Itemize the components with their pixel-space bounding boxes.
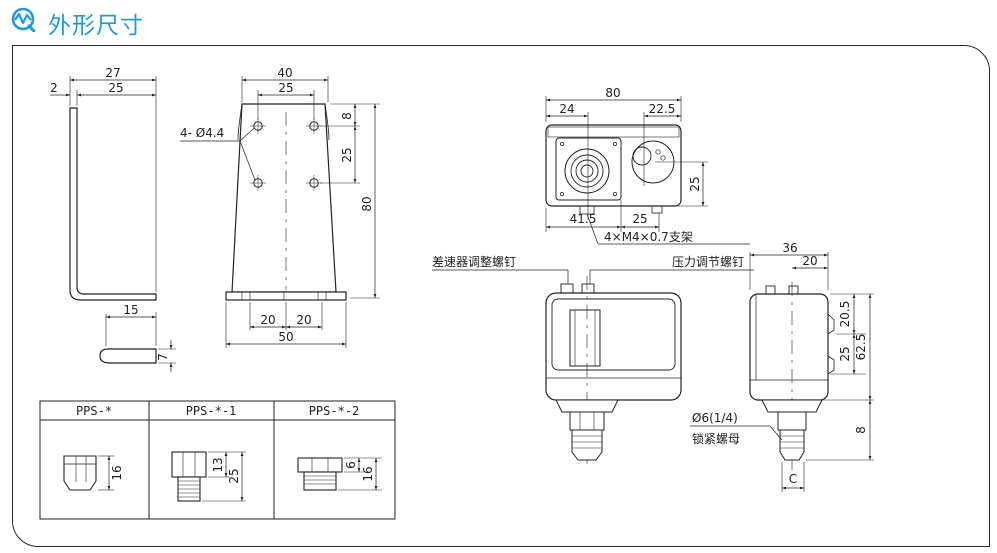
- dim-col1-16: 16: [110, 465, 124, 480]
- screw-note: 4×M4×0.7支架: [604, 230, 693, 244]
- dim-50: 50: [278, 330, 293, 344]
- dim-20-side: 20: [802, 254, 817, 268]
- switch-bottom-view: [545, 96, 750, 245]
- dim-27: 27: [105, 66, 120, 80]
- page-title: 外形尺寸: [48, 13, 144, 39]
- waveform-magnifier-icon: [11, 8, 36, 32]
- dim-8: 8: [340, 112, 354, 120]
- dim-20-right: 20: [296, 313, 311, 327]
- bracket-side-view: [50, 76, 176, 372]
- diff-screw-label: 差速器调整螺钉: [432, 254, 516, 269]
- dim-2: 2: [50, 81, 58, 95]
- dim-25-top: 25: [278, 81, 293, 95]
- dim-25-bottom-right: 25: [688, 176, 702, 191]
- dim-col2-13: 13: [211, 457, 225, 472]
- switch-side-view: [690, 252, 874, 492]
- bracket-front-view: [180, 76, 380, 348]
- dim-c: C: [789, 472, 797, 486]
- dim-25-right: 25: [340, 147, 354, 162]
- dim-22-5: 22.5: [649, 102, 676, 116]
- table-header-1: PPS-*: [76, 404, 112, 418]
- pressure-screw-label: 压力调节螺钉: [672, 255, 744, 269]
- header: 外形尺寸: [0, 0, 997, 42]
- dim-15: 15: [123, 303, 138, 317]
- dim-col3-16: 16: [361, 466, 375, 481]
- dim-col3-6: 6: [344, 461, 358, 469]
- dim-25-side: 25: [838, 346, 852, 361]
- dimension-labels: 27 2 25 15 7 40 25 4- Ø4.4 8 25 80 20 20…: [50, 66, 868, 486]
- fitting-table: [39, 400, 396, 520]
- dim-36: 36: [782, 241, 797, 255]
- dim-80: 80: [360, 196, 374, 211]
- dim-25: 25: [108, 81, 123, 95]
- table-header-2: PPS-*-1: [186, 404, 237, 418]
- dim-80-switch: 80: [605, 86, 620, 100]
- dim-20-5: 20.5: [838, 301, 852, 328]
- dim-40: 40: [277, 66, 292, 80]
- lock-nut-label: 锁紧螺母: [692, 431, 740, 446]
- dim-41-5: 41.5: [570, 212, 597, 226]
- dim-8-side: 8: [854, 426, 868, 434]
- dim-24: 24: [559, 102, 574, 116]
- thread-label: Ø6(1/4): [692, 411, 738, 425]
- table-header-3: PPS-*-2: [309, 404, 360, 418]
- drawing-panel: [12, 45, 990, 547]
- dim-7: 7: [156, 353, 170, 361]
- dim-25-bottom: 25: [632, 212, 647, 226]
- dim-20-left: 20: [260, 313, 275, 327]
- dim-col2-25: 25: [227, 468, 241, 483]
- hole-label: 4- Ø4.4: [180, 126, 224, 140]
- switch-front-view: [432, 269, 754, 470]
- dim-62-5: 62.5: [854, 334, 868, 361]
